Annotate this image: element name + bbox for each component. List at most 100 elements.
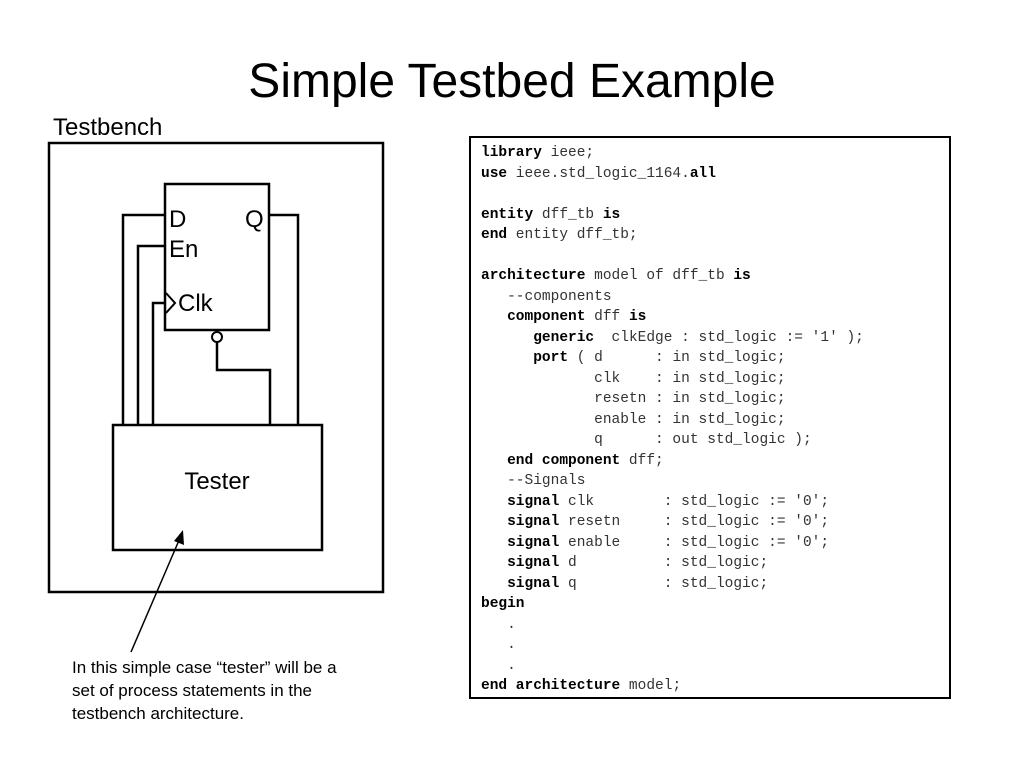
code-text: --Signals [481,473,586,489]
code-line: . [481,615,949,636]
reset-inversion-bubble [211,331,223,343]
wire-reset [215,342,272,425]
code-line: begin [481,594,949,615]
dff-pin-clk: Clk [178,290,214,317]
code-text: q : std_logic; [559,575,769,592]
code-keyword: architecture [481,268,586,284]
code-text: . [481,657,516,674]
code-text [481,555,507,571]
code-text: clkEdge : std_logic := '1' ); [594,329,864,346]
code-line [481,246,949,267]
code-text: dff; [620,452,664,469]
code-keyword: is [733,268,751,284]
code-text: dff_tb [533,206,603,223]
code-text [481,309,507,325]
code-line: signal clk : std_logic := '0'; [481,492,949,513]
code-line: q : out std_logic ); [481,430,949,451]
code-line: generic clkEdge : std_logic := '1' ); [481,328,949,349]
code-text: clk : std_logic := '0'; [559,493,830,510]
tester-block [111,423,324,552]
code-keyword: signal [507,493,560,510]
code-keyword: all [689,165,716,182]
code-line [481,184,949,205]
dff-pin-d: D [169,206,186,233]
code-keyword: end component [507,452,621,469]
wires [121,213,300,425]
code-text: ieee.std_logic_1164. [507,165,690,182]
code-keyword: signal [507,555,560,571]
code-keyword: end [481,227,508,243]
code-line: enable : in std_logic; [481,410,949,431]
note-arrow-line [130,537,181,653]
code-keyword: library [481,145,542,161]
code-line: library ieee; [481,143,949,164]
code-text: . [481,616,516,633]
code-line: component dff is [481,307,949,328]
code-line: port ( d : in std_logic; [481,348,949,369]
code-line: end architecture model; [481,676,949,697]
code-keyword: is [602,206,621,223]
note-arrow-head [174,530,184,545]
code-text: clk : in std_logic; [481,370,786,387]
code-line: resetn : in std_logic; [481,389,949,410]
code-line: --Signals [481,471,949,492]
dff-pin-en: En [169,236,198,263]
code-text: q : out std_logic ); [481,432,812,448]
code-keyword: signal [507,534,560,551]
code-keyword: port [533,350,569,366]
code-keyword: begin [481,596,525,612]
code-line: end component dff; [481,451,949,472]
code-text [481,350,533,366]
dff-block [163,182,271,332]
code-line: clk : in std_logic; [481,369,949,390]
testbench-box [47,141,385,594]
code-line: --components [481,287,949,308]
code-text [481,576,507,592]
wire-en [136,244,165,425]
code-line: . [481,656,949,677]
vhdl-code-box: library ieee;use ieee.std_logic_1164.all… [469,136,951,699]
clock-edge-marker [165,292,177,314]
code-keyword: signal [507,514,560,530]
code-keyword: component [507,309,586,325]
code-text: dff [585,309,629,325]
code-keyword: end architecture [481,678,621,694]
code-line: signal d : std_logic; [481,553,949,574]
code-text [481,494,507,510]
code-text [481,514,507,530]
code-line: . [481,635,949,656]
code-keyword: is [628,309,647,325]
code-text: entity dff_tb; [507,227,638,243]
code-text: enable : std_logic := '0'; [559,534,830,551]
testbench-label: Testbench [53,114,163,141]
code-line: signal resetn : std_logic := '0'; [481,512,949,533]
tester-note: In this simple case “tester” will be a s… [72,658,337,723]
code-text: d : std_logic; [559,555,769,571]
code-text: ( d : in std_logic; [568,350,786,366]
wire-d [121,213,165,425]
code-text: resetn : in std_logic; [481,391,786,407]
code-text: resetn : std_logic := '0'; [559,514,830,530]
code-keyword: generic [533,329,595,346]
code-text: --components [481,288,612,305]
code-text: ieee; [541,145,595,161]
code-line: architecture model of dff_tb is [481,266,949,287]
code-keyword: signal [507,575,560,592]
code-keyword: use [481,165,508,182]
code-line: end entity dff_tb; [481,225,949,246]
code-text: model of dff_tb [585,268,734,284]
wire-q [269,213,300,425]
code-line: entity dff_tb is [481,205,949,226]
code-keyword: entity [481,206,534,223]
tester-label: Tester [184,468,249,495]
code-line: use ieee.std_logic_1164.all [481,164,949,185]
code-line: signal enable : std_logic := '0'; [481,533,949,554]
code-text: model; [620,678,682,694]
code-text [481,330,533,346]
code-text: enable : in std_logic; [481,411,786,428]
code-text [481,535,507,551]
code-line: signal q : std_logic; [481,574,949,595]
slide-title: Simple Testbed Example [248,55,776,108]
wire-clk [151,301,165,425]
